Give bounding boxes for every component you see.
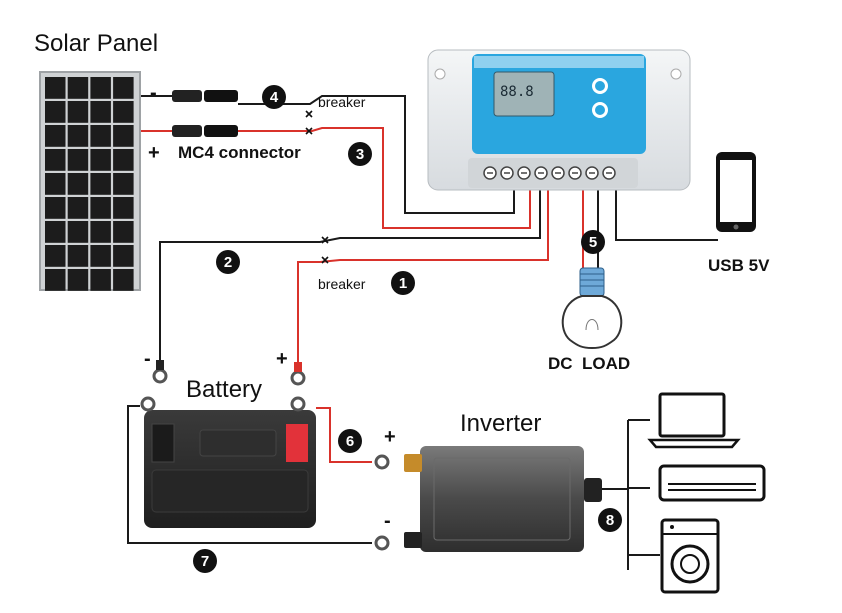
solar-cell (67, 125, 89, 147)
solar-panel-label: Solar Panel (34, 30, 159, 57)
breaker-marks (305, 110, 329, 264)
solar-cell (113, 125, 134, 147)
solar-cell (90, 269, 111, 291)
step-badge-7: 7 (193, 549, 217, 573)
solar-cell (67, 197, 89, 219)
step-badge-1: 1 (391, 271, 415, 295)
charge-controller-icon: 88.8 (427, 49, 691, 191)
usb-label: USB 5V (708, 256, 770, 275)
solar-cell (45, 245, 66, 267)
solar-cell (90, 197, 111, 219)
dc-load-label: DC LOAD (548, 354, 631, 373)
step-badge-4: 4 (262, 85, 286, 109)
laptop-icon (647, 392, 741, 449)
step-badge-3: 3 (348, 142, 372, 166)
step-badge-6: 6 (338, 429, 362, 453)
battery-positive-sign: + (276, 348, 288, 370)
solar-cell (45, 101, 66, 123)
breaker-bottom-label: breaker (318, 276, 366, 292)
solar-cell (67, 173, 89, 195)
solar-cell (45, 149, 66, 171)
solar-cell (45, 77, 66, 99)
solar-cell (90, 245, 111, 267)
battery-label: Battery (186, 376, 263, 403)
solar-cell (113, 245, 134, 267)
breaker-top-label: breaker (318, 94, 366, 110)
solar-positive-sign: + (148, 142, 160, 164)
svg-text:88.8: 88.8 (500, 84, 534, 100)
battery-negative-sign: - (144, 348, 151, 370)
solar-negative-sign: - (150, 82, 157, 104)
smartphone-icon (716, 152, 756, 232)
solar-cell (45, 125, 66, 147)
solar-cell (113, 221, 134, 243)
solar-cell (67, 269, 89, 291)
solar-cell (90, 149, 111, 171)
solar-cell (67, 77, 89, 99)
solar-cell (67, 149, 89, 171)
light-bulb-icon (561, 267, 623, 350)
solar-cell (67, 245, 89, 267)
washing-machine-icon (660, 518, 720, 594)
solar-cell (67, 101, 89, 123)
solar-cell (113, 101, 134, 123)
mc4-connector-icon (172, 90, 238, 137)
solar-cell (113, 269, 134, 291)
inverter-positive-sign: + (384, 426, 396, 448)
solar-cell (90, 125, 111, 147)
air-conditioner-icon (658, 464, 766, 502)
inverter-label: Inverter (460, 410, 542, 437)
battery-icon (140, 360, 316, 528)
solar-cell (90, 173, 111, 195)
solar-cell (113, 77, 134, 99)
solar-cell (113, 173, 134, 195)
inverter-icon (374, 446, 602, 552)
solar-cell (67, 221, 89, 243)
solar-cell (45, 269, 66, 291)
solar-cell (45, 221, 66, 243)
step-badge-5: 5 (581, 230, 605, 254)
solar-cell (90, 221, 111, 243)
wires (127, 95, 718, 570)
solar-cell (45, 197, 66, 219)
step-badge-2: 2 (216, 250, 240, 274)
solar-panel-icon (39, 71, 141, 291)
mc4-connector-label: MC4 connector (178, 143, 301, 162)
solar-cell (45, 173, 66, 195)
inverter-negative-sign: - (384, 510, 391, 532)
solar-cell (113, 149, 134, 171)
solar-cell (90, 77, 111, 99)
solar-cell (113, 197, 134, 219)
step-badge-8: 8 (598, 508, 622, 532)
solar-cell (90, 101, 111, 123)
